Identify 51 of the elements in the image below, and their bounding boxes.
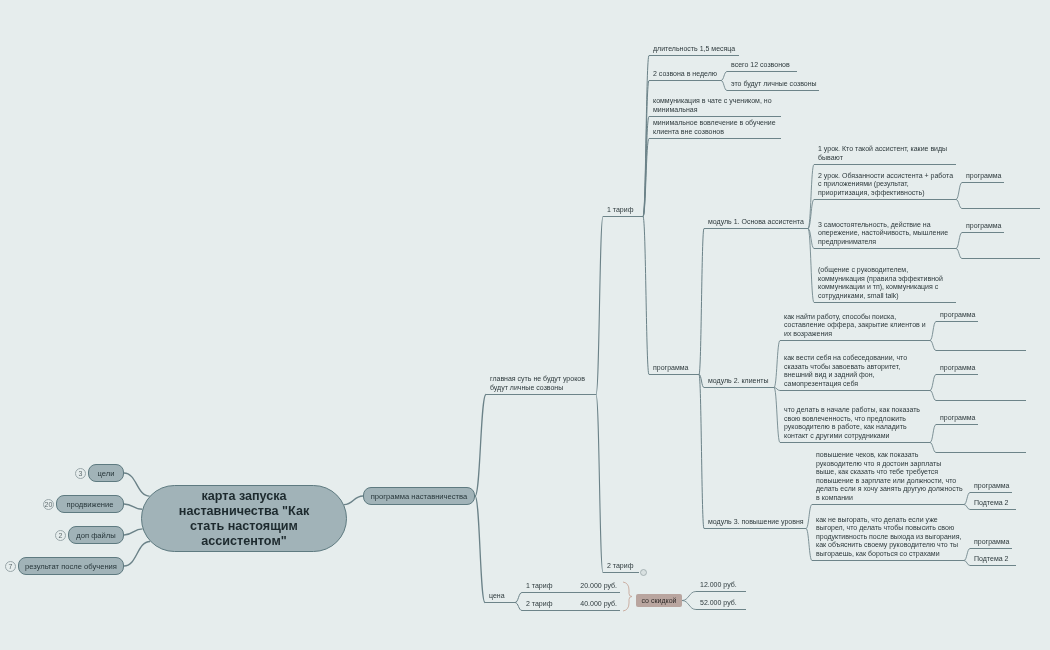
branch-line (720, 71, 728, 81)
branch-line (963, 560, 971, 566)
branch-line (698, 228, 705, 375)
branch-line (698, 374, 705, 388)
branch-line (514, 592, 523, 603)
branch-line (773, 387, 781, 443)
branch-line (805, 504, 813, 529)
branch-line (474, 495, 486, 604)
branch-line (963, 492, 971, 505)
branch-line (963, 548, 971, 561)
branch-line (514, 602, 523, 611)
branch-line (805, 528, 813, 561)
branch-line (698, 374, 705, 529)
branch-line (123, 472, 151, 497)
price-topic (522, 599, 620, 611)
branch-line (955, 199, 963, 209)
branch-line (929, 390, 937, 401)
branch-line (474, 393, 487, 497)
topic-underline (936, 400, 1026, 401)
branch-line (807, 199, 815, 229)
branch-line (929, 374, 937, 391)
branch-line (955, 232, 963, 249)
branch-line (123, 528, 144, 536)
price-topic (522, 581, 620, 593)
branch-line (642, 216, 650, 375)
branch-line (720, 80, 728, 91)
branch-line (955, 182, 963, 200)
branch-line (955, 248, 963, 259)
branch-line (681, 591, 697, 601)
branch-line (929, 424, 937, 443)
branch-line (681, 600, 697, 610)
branch-line (642, 138, 650, 217)
branch-line (773, 340, 781, 388)
branch-line (929, 442, 937, 453)
branch-line (343, 495, 364, 506)
branch-line (123, 503, 143, 510)
central-topic: карта запуска наставничества "Как стать настоящим ассистентом" (141, 485, 347, 552)
branch-line (929, 340, 937, 351)
topic-underline (936, 350, 1026, 351)
branch-line (123, 540, 151, 567)
branch-line (807, 228, 815, 303)
topic-underline (962, 258, 1040, 259)
branch-line (773, 387, 781, 391)
branch-line (807, 164, 815, 229)
branch-line (595, 215, 604, 396)
topic-underline (936, 452, 1026, 453)
branch-line (963, 504, 971, 510)
branch-line (929, 321, 937, 341)
topic-underline (962, 208, 1040, 209)
branch-line (807, 228, 815, 249)
branch-line (595, 393, 604, 574)
